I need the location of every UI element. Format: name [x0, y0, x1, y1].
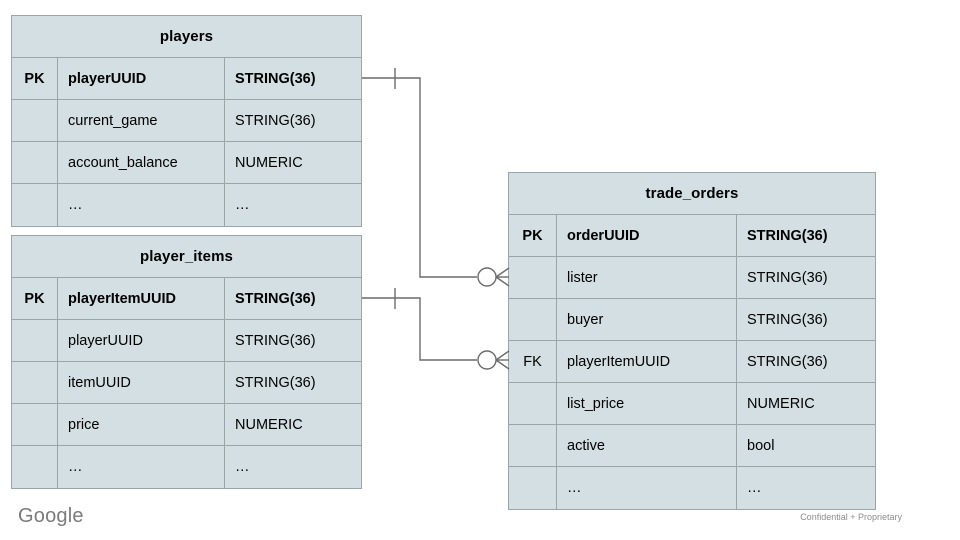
- table-row[interactable]: … …: [509, 467, 875, 509]
- column-type: …: [747, 480, 762, 496]
- column-type: STRING(36): [235, 290, 316, 307]
- column-key: [12, 100, 58, 141]
- column-key: [12, 362, 58, 403]
- confidentiality-note: Confidential + Proprietary: [800, 512, 902, 522]
- column-key: [12, 142, 58, 183]
- column-key: FK: [509, 341, 557, 382]
- column-type: STRING(36): [747, 227, 828, 244]
- column-key: PK: [12, 278, 58, 319]
- column-type: NUMERIC: [747, 395, 815, 412]
- column-name: playerUUID: [58, 320, 225, 361]
- table-title-trade-orders: trade_orders: [509, 173, 875, 215]
- relationship-players-trade-orders: [362, 68, 510, 287]
- column-type: …: [235, 197, 250, 213]
- google-logo: Google: [18, 505, 84, 527]
- column-key: [12, 320, 58, 361]
- column-type: STRING(36): [235, 112, 316, 129]
- column-key: PK: [12, 58, 58, 99]
- table-row[interactable]: … …: [12, 446, 361, 488]
- column-key: [12, 184, 58, 226]
- table-row[interactable]: PK orderUUID STRING(36): [509, 215, 875, 257]
- table-row[interactable]: playerUUID STRING(36): [12, 320, 361, 362]
- column-type: STRING(36): [235, 374, 316, 391]
- column-key: [12, 404, 58, 445]
- table-row[interactable]: PK playerItemUUID STRING(36): [12, 278, 361, 320]
- column-key: [509, 467, 557, 509]
- column-key: PK: [509, 215, 557, 256]
- table-row[interactable]: itemUUID STRING(36): [12, 362, 361, 404]
- column-name: playerItemUUID: [58, 278, 225, 319]
- table-row[interactable]: PK playerUUID STRING(36): [12, 58, 361, 100]
- column-name: orderUUID: [557, 215, 737, 256]
- column-type: NUMERIC: [235, 154, 303, 171]
- column-name: account_balance: [58, 142, 225, 183]
- table-row[interactable]: list_price NUMERIC: [509, 383, 875, 425]
- column-key: [12, 446, 58, 488]
- cardinality-zero-circle: [477, 350, 497, 370]
- table-title-player-items: player_items: [12, 236, 361, 278]
- column-name: …: [58, 184, 225, 226]
- table-row[interactable]: account_balance NUMERIC: [12, 142, 361, 184]
- table-row[interactable]: buyer STRING(36): [509, 299, 875, 341]
- column-type: NUMERIC: [235, 416, 303, 433]
- column-key: [509, 425, 557, 466]
- column-type: STRING(36): [747, 311, 828, 328]
- column-type: STRING(36): [235, 332, 316, 349]
- table-row[interactable]: FK playerItemUUID STRING(36): [509, 341, 875, 383]
- column-type: bool: [747, 437, 775, 454]
- column-type: STRING(36): [235, 70, 316, 87]
- table-row[interactable]: active bool: [509, 425, 875, 467]
- table-row[interactable]: price NUMERIC: [12, 404, 361, 446]
- relationship-player-items-trade-orders: [362, 288, 510, 370]
- column-type: STRING(36): [747, 353, 828, 370]
- column-type: STRING(36): [747, 269, 828, 286]
- er-table-player-items[interactable]: player_items PK playerItemUUID STRING(36…: [11, 235, 362, 489]
- er-table-players[interactable]: players PK playerUUID STRING(36) current…: [11, 15, 362, 227]
- column-name: price: [58, 404, 225, 445]
- column-name: active: [557, 425, 737, 466]
- table-row[interactable]: current_game STRING(36): [12, 100, 361, 142]
- er-table-trade-orders[interactable]: trade_orders PK orderUUID STRING(36) lis…: [508, 172, 876, 510]
- cardinality-zero-circle: [477, 267, 497, 287]
- column-name: itemUUID: [58, 362, 225, 403]
- table-row[interactable]: lister STRING(36): [509, 257, 875, 299]
- column-name: playerItemUUID: [557, 341, 737, 382]
- table-title-players: players: [12, 16, 361, 58]
- column-key: [509, 383, 557, 424]
- column-name: buyer: [557, 299, 737, 340]
- column-type: …: [235, 459, 250, 475]
- column-key: [509, 257, 557, 298]
- column-name: …: [557, 467, 737, 509]
- column-name: current_game: [58, 100, 225, 141]
- column-name: playerUUID: [58, 58, 225, 99]
- column-name: …: [58, 446, 225, 488]
- column-name: lister: [557, 257, 737, 298]
- table-row[interactable]: … …: [12, 184, 361, 226]
- column-key: [509, 299, 557, 340]
- column-name: list_price: [557, 383, 737, 424]
